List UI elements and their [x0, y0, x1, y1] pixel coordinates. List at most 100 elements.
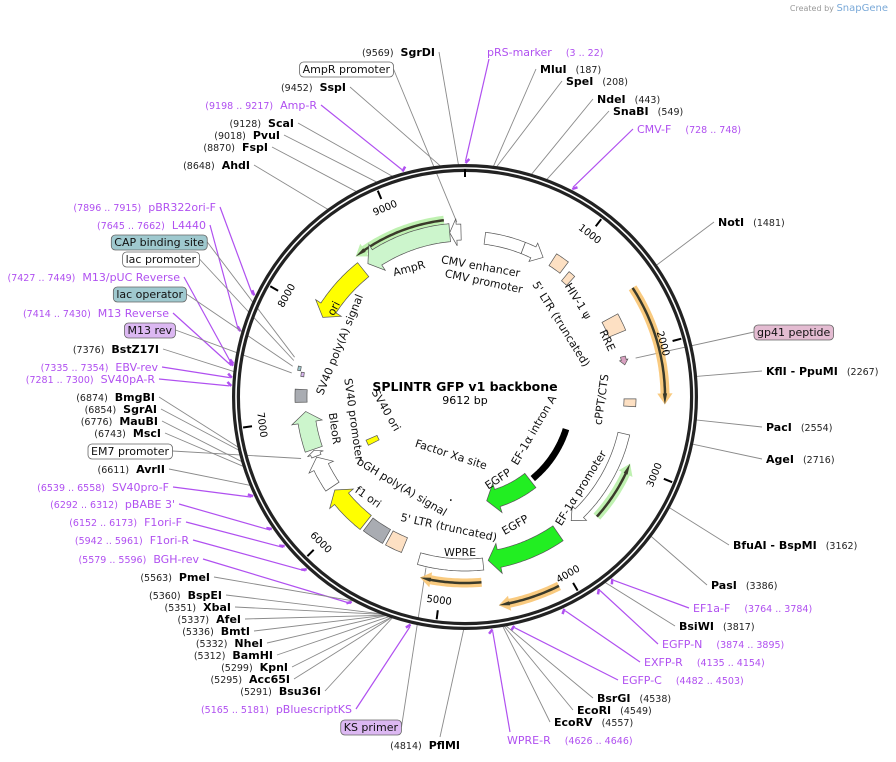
enzyme-site-snabi[interactable]: SnaBI(549) [613, 105, 683, 118]
enzyme-site-scai[interactable]: (9128)ScaI [229, 117, 294, 130]
enzyme-site-bsu36i[interactable]: (5291)Bsu36I [240, 685, 321, 698]
primer-prs-marker[interactable]: pRS-marker(3 .. 22) [487, 46, 603, 59]
enzyme-site-afei[interactable]: (5337)AfeI [178, 613, 241, 626]
enzyme-site-kpni[interactable]: (5299)KpnI [221, 661, 288, 674]
enzyme-site-avrii[interactable]: (6611)AvrII [98, 463, 166, 476]
primer-ebv-rev[interactable]: (7335 .. 7354)EBV-rev [41, 361, 159, 374]
enzyme-site-bmti[interactable]: (5336)BmtI [182, 625, 250, 638]
feature-rre[interactable] [601, 313, 627, 338]
enzyme-site-ecori[interactable]: EcoRI(4549) [577, 704, 652, 717]
feature-egfp[interactable] [486, 472, 537, 514]
primer-m13-puc-reverse[interactable]: (7427 .. 7449)M13/pUC Reverse [8, 271, 181, 284]
feature-tag-gp41-peptide[interactable]: gp41 peptide [753, 324, 834, 341]
feature-factor-xa-site[interactable] [449, 499, 452, 502]
enzyme-site-noti[interactable]: NotI(1481) [718, 216, 785, 229]
enzyme-site-fspi[interactable]: (8870)FspI [203, 141, 268, 154]
feature-hiv-1-[interactable] [561, 271, 576, 286]
enzyme-site-bmgbi[interactable]: (6874)BmgBI [76, 391, 155, 404]
primer-bgh-rev[interactable]: (5579 .. 5596)BGH-rev [78, 553, 199, 566]
orf-arrow[interactable] [498, 584, 560, 606]
feature-ori[interactable] [314, 262, 370, 318]
primer-egfp-n[interactable]: EGFP-N(3874 .. 3895) [662, 638, 784, 651]
primer-ef1a-f[interactable]: EF1a-F(3764 .. 3784) [693, 602, 812, 615]
enzyme-site-msci[interactable]: (6743)MscI [94, 427, 161, 440]
feature-tag-lac-promoter[interactable]: lac promoter [122, 251, 200, 268]
enzyme-site-bamhi[interactable]: (5312)BamHI [194, 649, 273, 662]
feature-5-ltr-truncated-[interactable] [385, 530, 408, 553]
enzyme-site-ahdi[interactable]: (8648)AhdI [183, 159, 250, 172]
orf-arrow[interactable] [420, 577, 482, 585]
feature-tag-lac-operator[interactable]: lac operator [112, 286, 187, 303]
primer-m13-reverse[interactable]: (7414 .. 7430)M13 Reverse [23, 307, 169, 320]
enzyme-site-mlui[interactable]: MluI(187) [540, 63, 601, 76]
primer-cmv-f[interactable]: CMV-F(728 .. 748) [637, 123, 741, 136]
primer-f1ori-f[interactable]: (6152 .. 6173)F1ori-F [69, 516, 182, 529]
feature-bgh-poly-a-signal[interactable] [362, 517, 391, 544]
feature-tag-ampr-promoter[interactable]: AmpR promoter [299, 61, 394, 78]
orf-arrow[interactable] [595, 463, 631, 518]
enzyme-site-agei[interactable]: AgeI(2716) [766, 453, 835, 466]
enzyme-site-maubi[interactable]: (6776)MauBI [81, 415, 158, 428]
enzyme-site-sgrai[interactable]: (6854)SgrAI [85, 403, 157, 416]
primer-l4440[interactable]: (7645 .. 7662)L4440 [97, 219, 206, 232]
feature-element[interactable] [307, 449, 324, 459]
orf-arrow[interactable] [355, 219, 444, 257]
feature-egfp[interactable] [487, 525, 564, 575]
feature-cppt-cts[interactable] [623, 398, 637, 408]
enzyme-site-acc65i[interactable]: (5295)Acc65I [210, 673, 290, 686]
site-name: pBABE 3' [125, 498, 175, 511]
feature-element[interactable] [449, 218, 462, 246]
feature-tag-m13-rev[interactable]: M13 rev [124, 322, 176, 339]
enzyme-site-spei[interactable]: SpeI(208) [566, 75, 628, 88]
primer-egfp-c[interactable]: EGFP-C(4482 .. 4503) [622, 674, 744, 687]
primer-wpre-r[interactable]: WPRE-R(4626 .. 4646) [507, 734, 633, 747]
primer-amp-r[interactable]: (9198 .. 9217)Amp-R [205, 99, 317, 112]
label-text: (9128)ScaI [229, 117, 294, 130]
enzyme-site-paci[interactable]: PacI(2554) [766, 421, 832, 434]
primer-f1ori-r[interactable]: (5942 .. 5961)F1ori-R [75, 534, 189, 547]
feature-bleor[interactable] [290, 411, 324, 453]
feature-ef-1-intron-a[interactable] [530, 428, 570, 482]
feature-tag-box [110, 234, 208, 251]
enzyme-site-pmei[interactable]: (5563)PmeI [140, 571, 210, 584]
feature-element[interactable] [297, 365, 302, 372]
enzyme-site-bsrgi[interactable]: BsrGI(4538) [597, 692, 671, 705]
feature-wpre[interactable] [416, 552, 485, 572]
feature-f1-ori[interactable] [329, 488, 372, 530]
enzyme-site-bstz17i[interactable]: (7376)BstZ17I [73, 343, 159, 356]
primer-exfp-r[interactable]: EXFP-R(4135 .. 4154) [644, 656, 765, 669]
enzyme-site-kfli-ppumi[interactable]: KflI - PpuMI(2267) [766, 365, 878, 378]
primer-sv40pro-f[interactable]: (6539 .. 6558)SV40pro-F [37, 481, 169, 494]
enzyme-site-pvui[interactable]: (9018)PvuI [214, 129, 280, 142]
enzyme-site-pflmi[interactable]: (4814)PflMI [390, 739, 460, 752]
feature-sv40-promoter[interactable] [308, 456, 340, 492]
enzyme-site-xbai[interactable]: (5351)XbaI [165, 601, 231, 614]
feature-cmv-enhancer[interactable] [483, 231, 526, 255]
primer-pbluescriptks[interactable]: (5165 .. 5181)pBluescriptKS [201, 703, 352, 716]
enzyme-site-pasi[interactable]: PasI(3386) [711, 579, 777, 592]
feature-ef-1-promoter[interactable] [570, 431, 631, 521]
map-length: 9612 bp [442, 394, 487, 407]
feature-sv40-ori[interactable] [365, 434, 380, 446]
feature-tag-cap-binding-site[interactable]: CAP binding site [110, 234, 208, 251]
enzyme-site-bspei[interactable]: (5360)BspEI [149, 589, 222, 602]
feature-element[interactable] [618, 355, 629, 366]
enzyme-site-bfuai-bspmi[interactable]: BfuAI - BspMI(3162) [733, 539, 857, 552]
enzyme-site-bsiwi[interactable]: BsiWI(3817) [679, 620, 755, 633]
feature-element[interactable] [300, 371, 305, 378]
feature-5-ltr-truncated-[interactable] [548, 253, 569, 274]
primer-sv40pa-r[interactable]: (7281 .. 7300)SV40pA-R [26, 373, 156, 386]
enzyme-site-sgrdi[interactable]: (9569)SgrDI [362, 46, 435, 59]
enzyme-site-ecorv[interactable]: EcoRV(4557) [554, 716, 633, 729]
feature-cmv-promoter[interactable] [520, 241, 544, 263]
primer-mark [247, 493, 254, 498]
primer-pbr322ori-f[interactable]: (7896 .. 7915)pBR322ori-F [73, 201, 216, 214]
primer-pbabe-3-[interactable]: (6292 .. 6312)pBABE 3' [50, 498, 175, 511]
feature-sv40-poly-a-signal[interactable] [294, 388, 308, 403]
enzyme-site-sspi[interactable]: (9452)SspI [281, 81, 346, 94]
feature-tag-ks-primer[interactable]: KS primer [340, 719, 402, 736]
feature-ampr[interactable] [367, 223, 451, 272]
enzyme-site-nhei[interactable]: (5332)NheI [196, 637, 263, 650]
feature-tag-em7-promoter[interactable]: EM7 promoter [87, 443, 173, 460]
enzyme-site-ndei[interactable]: NdeI(443) [597, 93, 660, 106]
